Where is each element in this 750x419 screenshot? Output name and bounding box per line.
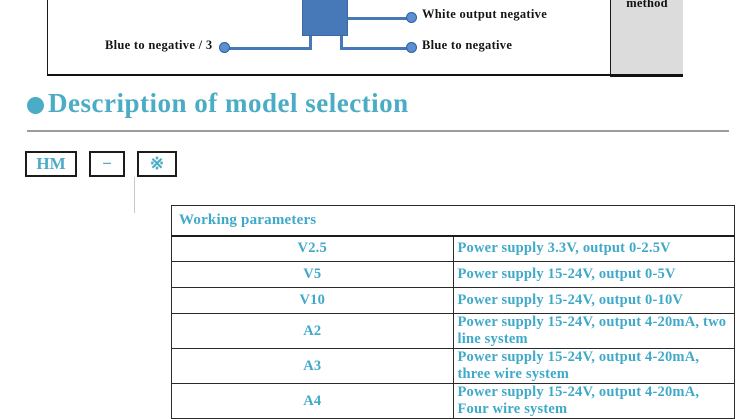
- row-code: A3: [171, 348, 454, 384]
- table-row[interactable]: A2 Power supply 15‑24V, output 4‑20mA, t…: [171, 313, 735, 349]
- table-row[interactable]: V10 Power supply 15‑24V, output 0‑10V: [171, 287, 735, 314]
- label-blue-to-negative-div3: Blue to negative / 3: [105, 38, 213, 52]
- row-description: Power supply 15‑24V, output 4‑20mA, Four…: [452, 383, 735, 419]
- row-description: Power supply 15‑24V, output 4‑20mA, two …: [452, 313, 735, 349]
- label-blue-to-negative: Blue to negative: [422, 38, 513, 52]
- row-code: A4: [171, 383, 454, 419]
- section-heading: Description of model selection: [27, 88, 409, 119]
- table-header-row: Working parameters: [171, 205, 735, 237]
- sensor-block: sensor type: [302, 0, 348, 36]
- row-code: V2.5: [171, 235, 454, 262]
- row-code: A2: [171, 313, 454, 349]
- wire-drop-right: [340, 36, 343, 50]
- row-description: Power supply 15‑24V, output 0‑10V: [452, 287, 735, 314]
- section-divider: [27, 130, 729, 132]
- wire-drop-left: [309, 36, 312, 50]
- method-column-cell: method: [610, 0, 683, 77]
- model-code-box-mark[interactable]: ※: [137, 151, 177, 177]
- node-blue-negative: [406, 42, 417, 53]
- wiring-diagram-frame: [47, 0, 683, 76]
- label-white-output-negative: White output negative: [422, 7, 548, 21]
- wire-blue-negative-div3: [224, 47, 312, 50]
- method-label: method: [626, 0, 668, 10]
- code-to-table-connector: [134, 177, 135, 213]
- model-code-box-dash[interactable]: −: [89, 151, 125, 177]
- table-row[interactable]: A4 Power supply 15‑24V, output 4‑20mA, F…: [171, 383, 735, 419]
- model-code-box-hm[interactable]: HM: [25, 151, 77, 177]
- table-row[interactable]: V2.5 Power supply 3.3V, output 0‑2.5V: [171, 235, 735, 262]
- wire-blue-negative: [340, 47, 410, 50]
- row-description: Power supply 15‑24V, output 4‑20mA, thre…: [452, 348, 735, 384]
- node-white-output: [406, 12, 417, 23]
- table-header-label: Working parameters: [171, 205, 735, 237]
- table-row[interactable]: V5 Power supply 15‑24V, output 0‑5V: [171, 261, 735, 288]
- working-parameters-table: Working parameters V2.5 Power supply 3.3…: [171, 205, 735, 419]
- row-code: V5: [171, 261, 454, 288]
- node-blue-negative-div3: [219, 42, 230, 53]
- row-description: Power supply 15‑24V, output 0‑5V: [452, 261, 735, 288]
- bullet-circle-icon: [27, 96, 44, 114]
- row-code: V10: [171, 287, 454, 314]
- table-body: Working parameters V2.5 Power supply 3.3…: [171, 205, 735, 419]
- row-description: Power supply 3.3V, output 0‑2.5V: [452, 235, 735, 262]
- table-row[interactable]: A3 Power supply 15‑24V, output 4‑20mA, t…: [171, 348, 735, 384]
- wire-white-output: [348, 17, 410, 20]
- section-heading-text: Description of model selection: [48, 88, 409, 118]
